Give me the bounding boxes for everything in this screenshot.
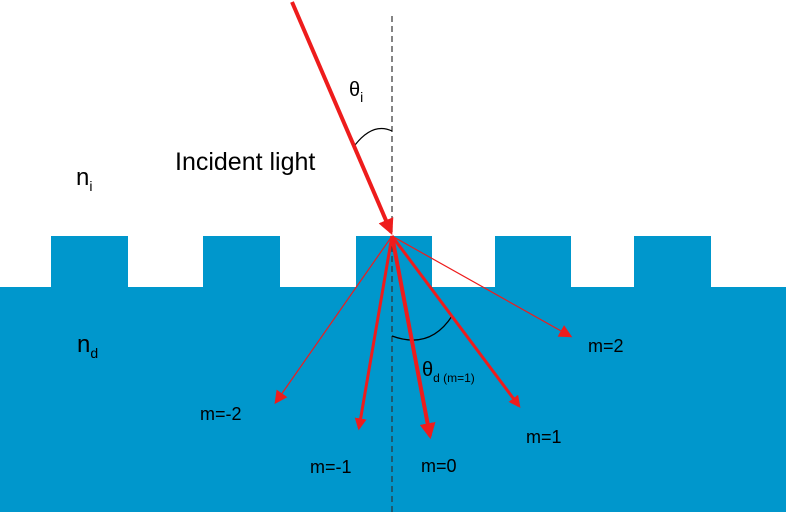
order-label-m-0: m=0	[421, 456, 457, 476]
order-label-m-2: m=2	[588, 336, 624, 356]
theta-d-subscript: d (m=1)	[433, 371, 475, 385]
grating-tooth	[51, 236, 128, 288]
ray-m-0	[390, 235, 436, 440]
n-i-label: ni	[76, 164, 93, 194]
theta-i-label: θi	[349, 80, 363, 104]
theta-i-symbol: θ	[349, 79, 361, 101]
n-i-symbol: n	[76, 164, 90, 191]
ray-m-2	[391, 235, 573, 338]
n-d-symbol: n	[77, 331, 91, 358]
n-i-subscript: i	[89, 178, 93, 194]
ray-m-1	[390, 235, 521, 408]
ray-m-minus-2	[274, 235, 393, 405]
order-label-m-minus-1: m=-1	[310, 457, 352, 477]
grating-tooth	[495, 236, 571, 288]
n-d-label: nd	[77, 331, 99, 361]
diffraction-angle-arc	[391, 315, 453, 341]
theta-d-label: θd (m=1)	[422, 360, 475, 384]
n-d-subscript: d	[90, 345, 99, 361]
order-label-m-1: m=1	[526, 427, 562, 447]
theta-d-symbol: θ	[422, 359, 434, 381]
incident-ray	[290, 1, 394, 235]
incident-light-label: Incident light	[175, 148, 316, 176]
substrate	[0, 287, 786, 512]
incident-angle-arc	[354, 127, 393, 146]
theta-i-subscript: i	[360, 89, 364, 105]
order-label-m-minus-2: m=-2	[200, 404, 242, 424]
ray-m-minus-1	[354, 235, 394, 431]
grating-tooth	[203, 236, 280, 288]
grating-tooth	[634, 236, 711, 288]
